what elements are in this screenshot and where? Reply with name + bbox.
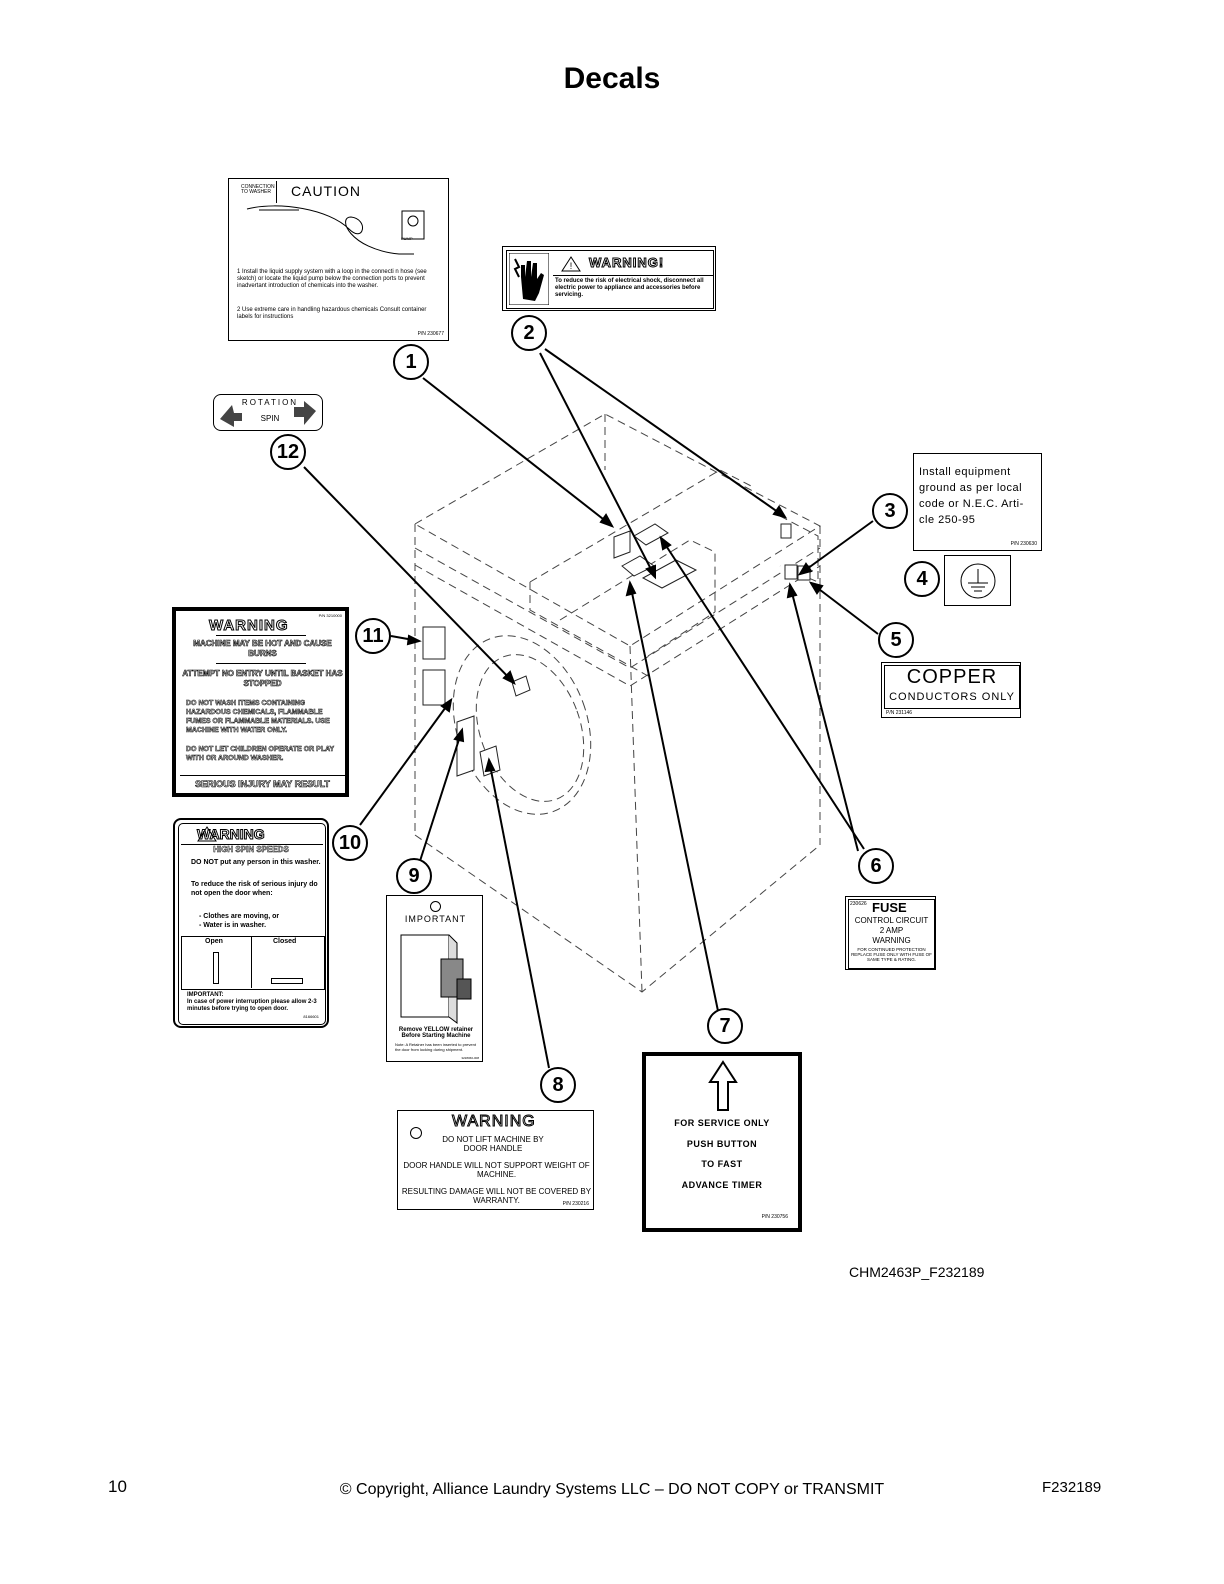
open-handle-icon bbox=[213, 952, 219, 984]
page-number: 10 bbox=[108, 1477, 127, 1496]
shock-warning-decal: ! WARNING! To reduce the risk of electri… bbox=[502, 246, 716, 311]
ground-symbol-decal bbox=[944, 555, 1011, 606]
closed-label: Closed bbox=[273, 938, 297, 945]
service-line-2: PUSH BUTTON bbox=[686, 1139, 758, 1149]
handle-warning-title: WARNING bbox=[452, 1113, 536, 1131]
callout-7: 7 bbox=[707, 1008, 743, 1044]
part-number: 8166601 bbox=[303, 1014, 319, 1019]
important-title: IMPORTANT bbox=[404, 914, 467, 924]
hot-line-2: ATTEMPT NO ENTRY UNTIL BASKET HAS STOPPE… bbox=[182, 669, 343, 689]
service-decal: FOR SERVICE ONLY PUSH BUTTON TO FAST ADV… bbox=[642, 1052, 802, 1232]
copper-decal: COPPER CONDUCTORS ONLY P/N 231146 bbox=[881, 662, 1021, 718]
callout-4: 4 bbox=[904, 561, 940, 597]
part-number: 3228060-008 bbox=[461, 1056, 479, 1060]
copper-subtitle: CONDUCTORS ONLY bbox=[889, 691, 1015, 703]
callout-12: 12 bbox=[270, 434, 306, 470]
important-caption: Remove YELLOW retainer Before Starting M… bbox=[398, 1027, 474, 1039]
fuse-line-4: FOR CONTINUED PROTECTION REPLACE FUSE ON… bbox=[851, 947, 932, 962]
warning-triangle-icon bbox=[197, 826, 217, 842]
fuse-line-2: 2 AMP bbox=[879, 926, 904, 935]
copyright-notice: © Copyright, Alliance Laundry Systems LL… bbox=[339, 1481, 885, 1498]
page-title: Decals bbox=[563, 62, 661, 95]
service-line-1: FOR SERVICE ONLY bbox=[674, 1118, 770, 1128]
fuse-decal: 230626 FUSE CONTROL CIRCUIT 2 AMP WARNIN… bbox=[845, 896, 936, 970]
rotation-arrows-icon bbox=[220, 401, 316, 427]
hot-warning-decal: WARNING P/N 3210000 MACHINE MAY BE HOT A… bbox=[172, 607, 349, 797]
figure-code: CHM2463P_F232189 bbox=[849, 1264, 985, 1280]
hot-warning-title: WARNING bbox=[209, 617, 289, 635]
callout-3: 3 bbox=[872, 493, 908, 529]
handle-line-1: DO NOT LIFT MACHINE BY DOOR HANDLE bbox=[442, 1135, 544, 1153]
handle-line-2: DOOR HANDLE WILL NOT SUPPORT WEIGHT OF M… bbox=[403, 1161, 590, 1179]
caution-item-1: 1 Install the liquid supply system with … bbox=[237, 269, 427, 289]
spin-important: IMPORTANT: bbox=[187, 992, 224, 998]
part-number: P/N 230756 bbox=[761, 1214, 788, 1220]
pump-label: PUMP bbox=[401, 236, 413, 241]
warning-triangle-icon: ! bbox=[561, 256, 581, 272]
document-number: F232189 bbox=[1042, 1479, 1102, 1496]
service-line-4: ADVANCE TIMER bbox=[681, 1180, 763, 1190]
door-lock-icon bbox=[400, 934, 472, 1024]
callout-1: 1 bbox=[393, 344, 429, 380]
door-handle-warning-decal: WARNING DO NOT LIFT MACHINE BY DOOR HAND… bbox=[397, 1110, 594, 1210]
part-number: P/N 230216 bbox=[562, 1201, 589, 1207]
callout-9: 9 bbox=[396, 858, 432, 894]
open-label: Open bbox=[205, 938, 223, 945]
hot-footer: SERIOUS INJURY MAY RESULT bbox=[195, 779, 330, 790]
hot-line-3: DO NOT WASH ITEMS CONTAINING HAZARDOUS C… bbox=[186, 700, 330, 735]
fuse-title: FUSE bbox=[872, 900, 907, 915]
shock-warning-text: To reduce the risk of electrical shock, … bbox=[555, 278, 704, 298]
caution-item-2: 2 Use extreme care in handling hazardous… bbox=[237, 307, 427, 320]
caution-title: CAUTION bbox=[291, 183, 361, 199]
fuse-line-1: CONTROL CIRCUIT bbox=[854, 916, 929, 925]
part-number: P/N 230630 bbox=[1010, 541, 1037, 547]
callout-8: 8 bbox=[540, 1067, 576, 1103]
important-note: Note: A Retainer has been inserted to pr… bbox=[395, 1042, 476, 1052]
callout-2: 2 bbox=[511, 315, 547, 351]
svg-text:!: ! bbox=[570, 261, 573, 271]
rotation-label: ROTATION bbox=[241, 398, 299, 407]
part-number: P/N 3210000 bbox=[318, 613, 342, 618]
connection-label: CONNECTION TO WASHER bbox=[241, 184, 275, 195]
caution-decal: CONNECTION TO WASHER CAUTION PUMP 1 Inst… bbox=[228, 178, 449, 341]
ground-text: Install equipment ground as per local co… bbox=[919, 466, 1024, 526]
ground-symbol-icon bbox=[960, 563, 996, 599]
important-retainer-decal: IMPORTANT Remove YELLOW retainer Before … bbox=[386, 895, 483, 1062]
leader-lines bbox=[303, 348, 879, 1069]
callout-11: 11 bbox=[355, 618, 391, 654]
fuse-code: 230626 bbox=[850, 901, 867, 907]
up-arrow-icon bbox=[708, 1060, 738, 1111]
spin-label: SPIN bbox=[260, 414, 280, 423]
closed-handle-icon bbox=[271, 978, 303, 984]
copper-title: COPPER bbox=[906, 666, 998, 688]
hot-line-4: DO NOT LET CHILDREN OPERATE OR PLAY WITH… bbox=[186, 746, 335, 763]
spin-subtitle: HIGH SPIN SPEEDS bbox=[213, 845, 289, 855]
fuse-line-3: WARNING bbox=[872, 936, 911, 945]
handle-line-3: RESULTING DAMAGE WILL NOT BE COVERED BY … bbox=[401, 1187, 592, 1205]
service-line-3: TO FAST bbox=[701, 1159, 743, 1169]
callout-10: 10 bbox=[332, 825, 368, 861]
hose-loop-icon bbox=[246, 205, 425, 255]
spin-line-1: DO NOT put any person in this washer. bbox=[191, 859, 321, 866]
spin-line-2: To reduce the risk of serious injury do … bbox=[191, 881, 318, 897]
spin-note: In case of power interruption please all… bbox=[187, 999, 317, 1012]
part-number: P/N 231146 bbox=[886, 710, 913, 716]
hand-shock-icon bbox=[509, 253, 549, 305]
spin-bullet-1: - Clothes are moving, or bbox=[199, 913, 280, 920]
rotation-decal: ROTATION SPIN bbox=[213, 394, 323, 431]
hot-line-1: MACHINE MAY BE HOT AND CAUSE BURNS bbox=[193, 639, 332, 659]
callout-6: 6 bbox=[858, 848, 894, 884]
spin-warning-decal: WARNING HIGH SPIN SPEEDS DO NOT put any … bbox=[173, 818, 329, 1028]
shock-warning-title: WARNING! bbox=[588, 255, 665, 271]
ground-text-decal: Install equipment ground as per local co… bbox=[913, 453, 1042, 551]
spin-bullet-2: - Water is in washer. bbox=[199, 922, 267, 929]
callout-5: 5 bbox=[878, 622, 914, 658]
part-number: P/N 230677 bbox=[417, 331, 444, 337]
